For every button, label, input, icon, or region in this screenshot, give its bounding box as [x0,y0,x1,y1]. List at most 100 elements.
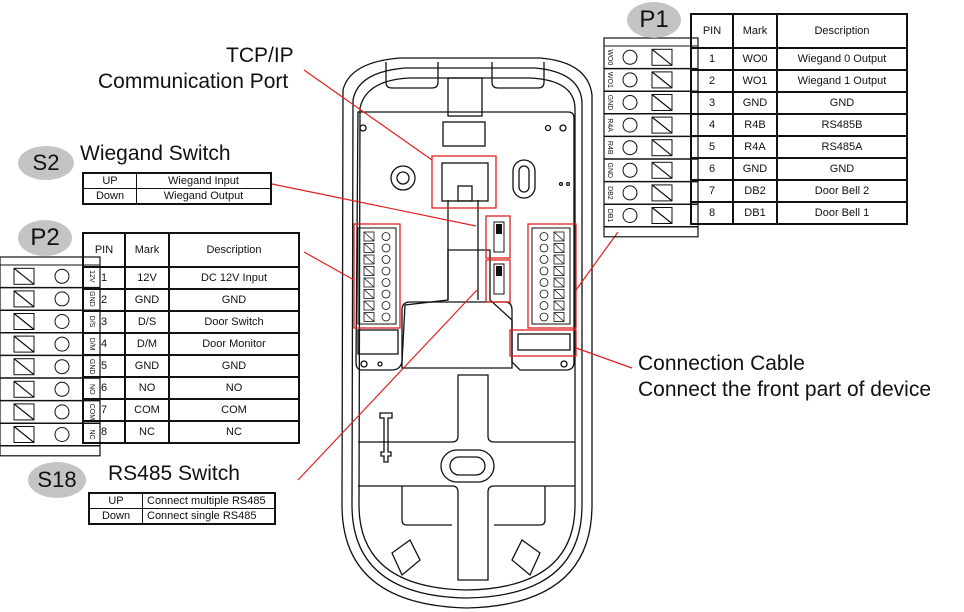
pin-mark-cell: GND [124,354,170,378]
mini-screw-icon [553,254,565,265]
pin-desc-cell: Door Switch [168,310,300,334]
pin-desc-cell: Wiegand 0 Output [776,47,908,71]
p1-badge: P1 [627,2,681,38]
mini-screw-icon [553,243,565,253]
pin-pin-cell: 8 [82,420,126,444]
terminal-screw-icon [651,161,673,179]
pin-pin-cell: 2 [82,288,126,312]
terminal-screw-icon [651,139,673,157]
terminal-screw-icon [651,94,673,111]
wire-entry-icon [54,314,70,329]
pin-mark-cell: NC [124,420,170,444]
p2-internal-terminal [357,227,397,325]
mini-screw-icon [363,231,375,242]
terminal-screw-icon [651,71,673,89]
pin-pin-cell: 6 [690,157,734,181]
pin-pin-cell: 4 [82,332,126,356]
mini-screw-icon [363,289,375,299]
pin-mark-cell: COM [124,398,170,422]
s2-highlight [485,215,511,259]
cable-highlight [509,329,577,357]
terminal-label: DB2 [606,186,613,200]
pin-pin-cell: 8 [690,201,734,225]
terminal-screw-icon [13,313,35,330]
housing-outline [341,57,593,609]
pin-pin-cell: 1 [82,266,126,290]
pin-mark-cell: GND [732,157,778,181]
wire-entry-icon [622,162,638,178]
p2-leader [303,251,355,281]
pin-desc-cell: NO [168,376,300,400]
pin-pin-cell: 7 [690,179,734,203]
mini-screw-icon [363,277,375,288]
terminal-screw-icon [651,116,673,134]
terminal-screw-icon [13,403,35,421]
mini-screw-icon [553,277,565,288]
s18-highlight [485,259,511,303]
p1-internal-terminal [531,227,571,325]
terminal-label: GND [606,95,613,111]
pin-desc-cell: GND [168,288,300,312]
wire-entry-icon [622,95,638,110]
pin-pin-cell: 2 [690,69,734,93]
pin-pin-cell: 3 [690,91,734,115]
terminal-label: WO1 [606,72,613,88]
wire-entry-icon [54,381,70,397]
mini-screw-icon [363,266,375,276]
pin-mark-cell: WO1 [732,69,778,93]
pin-desc-cell: Wiegand 1 Output [776,69,908,93]
pin-mark-cell: GND [732,91,778,115]
mini-screw-icon [553,312,565,322]
cable-leader [575,347,633,369]
wire-entry-icon [622,72,638,88]
tcpip-title: TCP/IP [226,44,294,67]
mini-screw-icon [363,300,375,311]
terminal-screw-icon [13,290,35,308]
terminal-screw-icon [651,48,673,66]
p2-highlight [353,223,401,329]
s2-leader [271,183,477,227]
mini-screw-icon [553,231,565,242]
s18-switch-knob [496,266,502,276]
terminal-label: R4B [606,141,613,155]
pin-pin-cell: 4 [690,113,734,137]
pin-pin-cell: 3 [82,310,126,334]
mini-screw-icon [363,243,375,253]
terminal-screw-icon [13,267,35,285]
tcpip-subtitle: Communication Port [98,70,289,93]
terminal-screw-icon [13,335,35,353]
s18-leader [297,289,478,481]
pin-pin-cell: 5 [690,135,734,159]
wire-entry-icon [622,185,638,201]
wire-entry-icon [622,117,638,133]
wire-entry-icon [622,208,638,223]
mini-screw-icon [553,300,565,311]
mini-screw-icon [553,289,565,299]
terminal-label: R4A [606,118,613,132]
wire-entry-icon [622,140,638,156]
terminal-screw-icon [13,426,35,443]
terminal-label: GND [606,163,613,179]
tcpip-leader [303,69,433,161]
pin-mark-cell: R4A [732,135,778,159]
connection-cable-title: Connection Cable [638,352,805,375]
pin-desc-cell: COM [168,398,300,422]
wire-entry-icon [54,359,70,375]
pcb-board [355,111,575,371]
terminal-screw-icon [651,207,673,224]
pin-mark-cell: DB1 [732,201,778,225]
pin-desc-cell: Door Bell 2 [776,179,908,203]
